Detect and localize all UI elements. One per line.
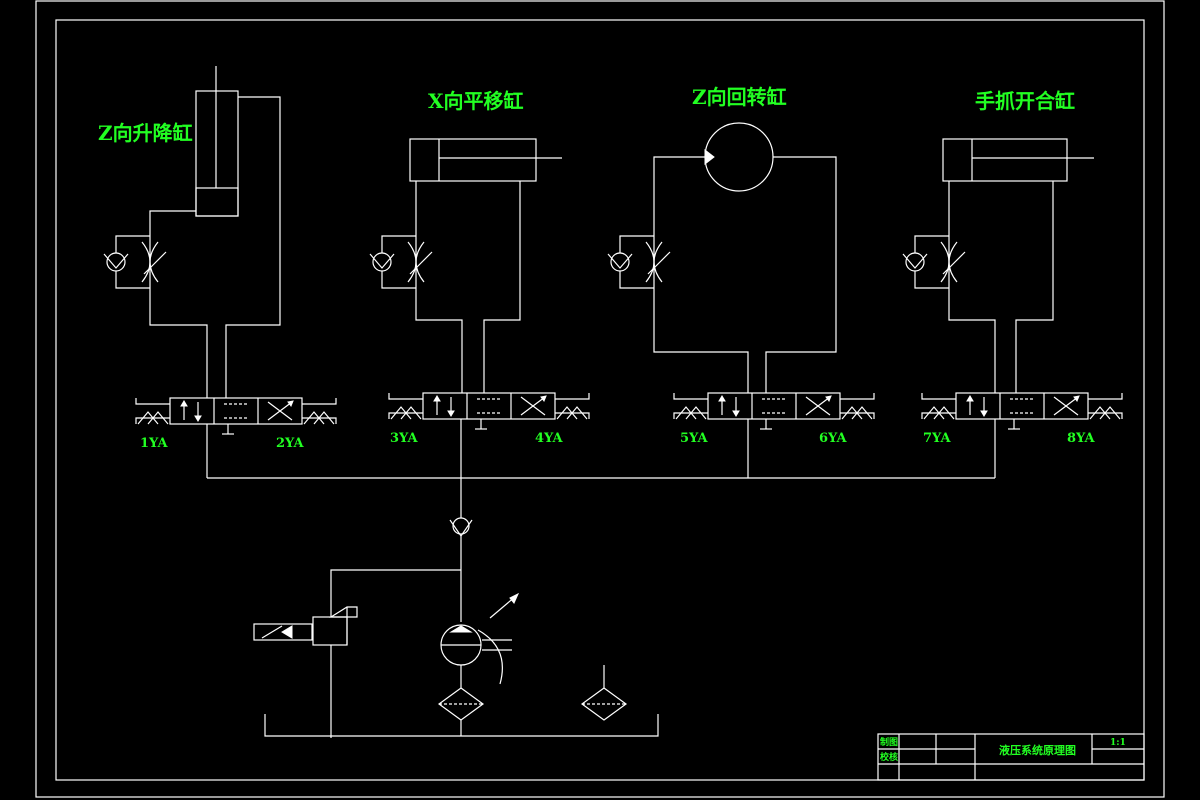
directional-valve-1 [135,397,337,435]
actuator-label-gripper: 手抓开合缸 [975,89,1075,113]
solenoid-label: 1YA [140,436,168,451]
drawing-scale: 1:1 [1110,738,1126,748]
title-block-row2: 校核 [880,751,898,763]
check-valve [449,517,473,622]
oil-tank [264,714,659,737]
solenoid-label: 3YA [390,431,418,446]
solenoid-label: 7YA [923,431,951,446]
directional-valve-4 [921,392,1123,430]
variable-pump [440,592,520,688]
solenoid-label: 2YA [276,436,304,451]
suction-filter [437,687,485,736]
drawing-title: 液压系统原理图 [999,743,1076,757]
directional-valve-2 [388,392,590,430]
directional-valve-3 [673,392,875,430]
outer-border [35,0,1165,798]
return-filter [580,665,628,721]
title-block-row1: 制图 [880,736,898,748]
throttle-check-valve-1 [103,235,167,289]
throttle-check-valve-3 [607,235,671,289]
relief-valve [253,569,461,738]
throttle-check-valve-4 [902,235,966,289]
title-block [877,733,1145,781]
z-rotary-actuator [653,122,837,393]
solenoid-label: 8YA [1067,431,1095,446]
solenoid-label: 6YA [819,431,847,446]
x-translation-cylinder [409,138,562,393]
gripper-cylinder [942,138,1094,393]
solenoid-label: 5YA [680,431,708,446]
actuator-label-x-translate: X向平移缸 [428,89,524,113]
solenoid-label: 4YA [535,431,563,446]
z-lift-cylinder [149,66,281,398]
inner-border [55,19,1145,781]
pressure-manifold [206,419,996,518]
throttle-check-valve-2 [369,235,433,289]
actuator-label-z-rotary: Z向回转缸 [692,85,787,109]
actuator-label-z-lift: Z向升降缸 [98,121,193,145]
